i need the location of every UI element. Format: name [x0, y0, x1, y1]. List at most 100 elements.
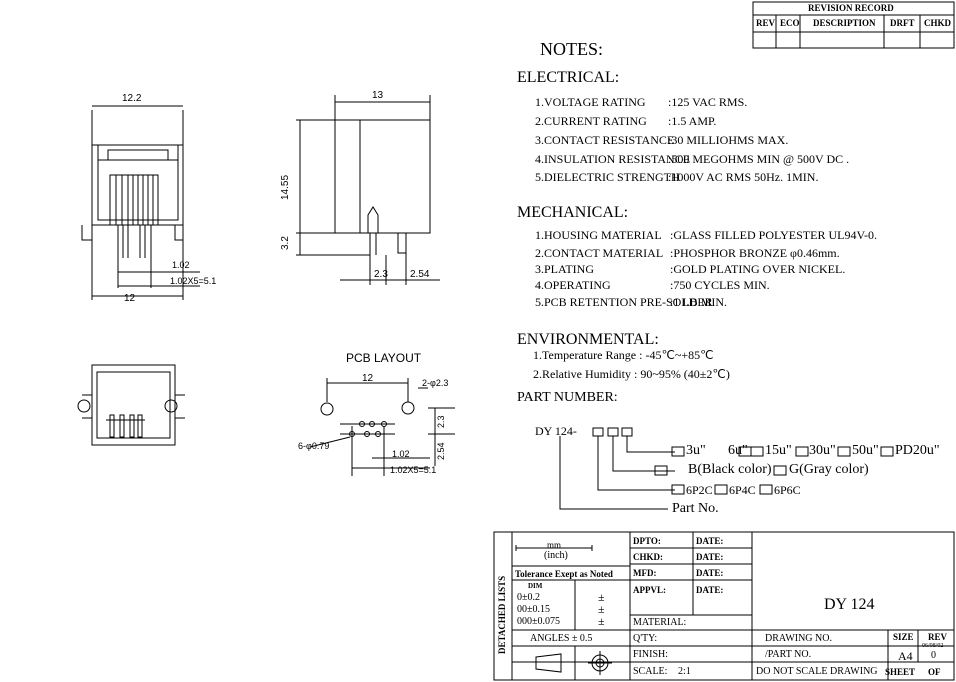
electrical-value-5: :1000V AC RMS 50Hz. 1MIN.: [668, 170, 819, 184]
pin-option-3: 6P6C: [774, 483, 801, 497]
mechanical-value-3: :GOLD PLATING OVER NICKEL.: [670, 262, 846, 276]
part-no-label: Part No.: [672, 501, 719, 516]
part-number-tree: [559, 427, 894, 510]
pcb-dim-top: 12: [362, 373, 374, 384]
revision-title: REVISION RECORD: [808, 3, 894, 13]
pcb-dim-pitch: 1.02: [392, 449, 410, 459]
plating-option-6: PD20u": [895, 443, 940, 458]
size-value: A4: [898, 649, 913, 663]
pin-option-2: 6P4C: [729, 483, 756, 497]
field-scale-label: SCALE:: [633, 666, 668, 677]
mechanical-value-2: :PHOSPHOR BRONZE φ0.46mm.: [670, 246, 840, 260]
side-view: [296, 95, 440, 285]
plating-option-2: 6u": [728, 443, 748, 458]
dim-head: DIM: [528, 582, 543, 590]
part-no-field: /PART NO.: [765, 649, 812, 660]
bottom-view: [77, 364, 185, 446]
tolerance-pm-3: ±: [598, 614, 605, 628]
electrical-heading: ELECTRICAL:: [517, 69, 620, 86]
part-number-heading: PART NUMBER:: [517, 390, 618, 405]
mechanical-heading: MECHANICAL:: [517, 204, 629, 221]
unit-mm: mm: [547, 540, 562, 550]
electrical-label-3: 3.CONTACT RESISTANCE: [535, 133, 675, 147]
pcb-layout: [309, 378, 455, 476]
electrical-label-5: 5.DIELECTRIC STRENGTH: [535, 170, 680, 184]
tolerance-label: Tolerance Exept as Noted: [515, 569, 613, 579]
field-finish: FINISH:: [633, 649, 669, 660]
tolerance-row-2: 00±0.15: [517, 604, 550, 615]
side-dim-pin: 3.2: [280, 236, 291, 250]
revision-table-lines: [752, 1, 955, 49]
do-not-scale: DO NOT SCALE DRAWING: [756, 666, 878, 677]
pcb-dim-hole-large: 2-φ2.3: [422, 378, 449, 388]
electrical-label-2: 2.CURRENT RATING: [535, 114, 647, 128]
mechanical-value-4: :750 CYCLES MIN.: [670, 278, 770, 292]
mechanical-value-1: :GLASS FILLED POLYESTER UL94V-0.: [670, 228, 878, 242]
field-chkd: CHKD:: [633, 552, 663, 562]
revision-col-eco: ECO: [780, 18, 800, 28]
electrical-value-4: :500 MEGOHMS MIN @ 500V DC .: [668, 152, 850, 166]
tolerance-row-3: 000±0.075: [517, 616, 560, 627]
electrical-value-3: :30 MILLIOHMS MAX.: [668, 133, 789, 147]
unit-inch: (inch): [544, 550, 568, 561]
field-date-1: DATE:: [696, 536, 724, 546]
field-material: MATERIAL:: [633, 617, 687, 628]
pcb-title: PCB LAYOUT: [346, 351, 422, 365]
pcb-dim-span: 1.02X5=5.1: [390, 465, 437, 475]
front-view: [81, 105, 200, 300]
field-qty: Q'TY:: [633, 633, 658, 644]
side-dim-b: 2.54: [410, 269, 430, 280]
pcb-dim-v1: 2.3: [436, 415, 446, 428]
field-mfd: MFD:: [633, 568, 657, 578]
electrical-value-2: :1.5 AMP.: [668, 114, 717, 128]
mechanical-label-3: 3.PLATING: [535, 262, 594, 276]
mechanical-label-2: 2.CONTACT MATERIAL: [535, 246, 664, 260]
field-dpto: DPTO:: [633, 536, 661, 546]
tolerance-row-1: 0±0.2: [517, 592, 540, 603]
plating-option-3: 15u": [765, 443, 792, 458]
plating-option-1: 3u": [686, 443, 706, 458]
notes-heading: NOTES:: [540, 39, 603, 59]
mechanical-label-1: 1.HOUSING MATERIAL: [535, 228, 662, 242]
revision-col-description: DESCRIPTION: [813, 18, 876, 28]
sheet-label: SHEET: [885, 667, 916, 677]
field-scale-value: 2:1: [678, 666, 691, 677]
electrical-label-4: 4.INSULATION RESISTANCE: [535, 152, 691, 166]
mechanical-label-4: 4.OPERATING: [535, 278, 611, 292]
detached-lists-label: DETACHED LISTS: [497, 575, 507, 654]
front-dim-bottom: 12: [124, 293, 136, 304]
environmental-item-1: 1.Temperature Range : -45℃~+85℃: [533, 348, 714, 362]
electrical-label-1: 1.VOLTAGE RATING: [535, 95, 646, 109]
front-dim-pitch: 1.02: [172, 260, 190, 270]
angles-tolerance: ANGLES ± 0.5: [530, 633, 593, 644]
environmental-item-2: 2.Relative Humidity : 90~95% (40±2℃): [533, 367, 730, 381]
side-dim-top: 13: [372, 90, 384, 101]
front-dim-top: 12.2: [122, 93, 142, 104]
rev-date: 06/08/02: [922, 643, 944, 649]
tolerance-pm-2: ±: [598, 602, 605, 616]
environmental-heading: ENVIRONMENTAL:: [517, 331, 659, 348]
side-dim-height: 14.55: [280, 174, 291, 200]
revision-col-rev: REV: [756, 18, 776, 28]
tolerance-pm-1: ±: [598, 590, 605, 604]
revision-col-chkd: CHKD: [924, 18, 951, 28]
field-date-3: DATE:: [696, 568, 724, 578]
part-number-prefix: DY 124-: [535, 424, 577, 438]
side-dim-a: 2.3: [374, 269, 388, 280]
color-option-black: B(Black color): [688, 462, 772, 477]
revision-col-drft: DRFT: [890, 18, 915, 28]
mechanical-value-5: :1 LB MIN.: [670, 295, 727, 309]
pin-option-1: 6P2C: [686, 483, 713, 497]
plating-option-5: 50u": [852, 443, 879, 458]
field-date-2: DATE:: [696, 552, 724, 562]
field-date-4: DATE:: [696, 585, 724, 595]
title-block-lines: [493, 531, 955, 681]
rev-label: REV: [928, 632, 948, 642]
color-option-gray: G(Gray color): [789, 462, 869, 477]
pcb-dim-v2: 2.54: [436, 442, 446, 460]
electrical-value-1: :125 VAC RMS.: [668, 95, 748, 109]
part-title: DY 124: [824, 596, 875, 613]
sheet-value: OF: [928, 667, 941, 677]
drawing-no-label: DRAWING NO.: [765, 633, 832, 644]
